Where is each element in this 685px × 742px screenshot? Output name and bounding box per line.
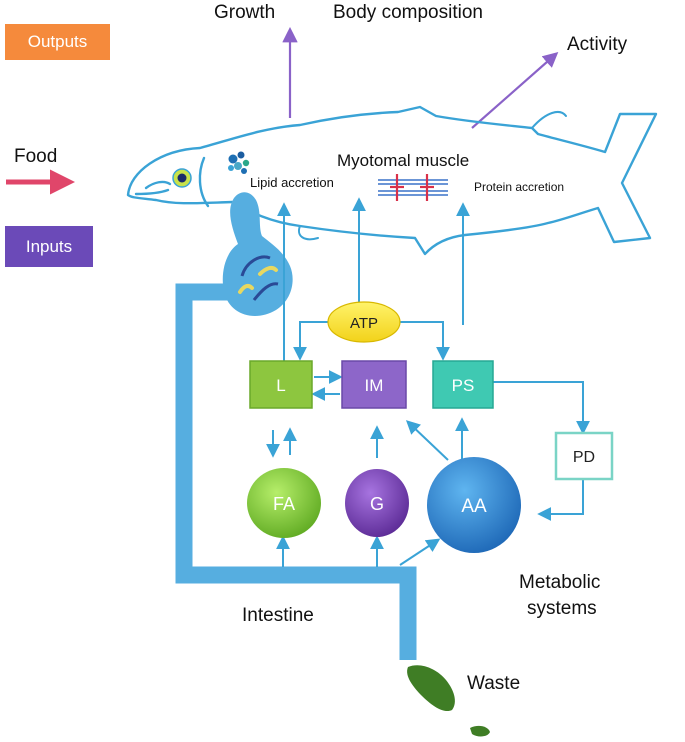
arrow-atp-to-l [293, 321, 330, 361]
metabolic-systems-label-line2: systems [527, 598, 597, 619]
growth-label: Growth [214, 2, 276, 23]
arrow-aa-to-im [405, 420, 449, 461]
metabolic-systems-label-line1: Metabolic [519, 572, 601, 593]
waste-icon [407, 665, 490, 737]
arrow-intestine-to-aa [399, 538, 441, 566]
arrow-ps-to-pd [493, 381, 590, 435]
outputs-badge: Outputs [5, 24, 110, 60]
body-composition-label: Body composition [333, 2, 483, 23]
inputs-badge: Inputs [5, 226, 93, 267]
activity-label: Activity [567, 34, 628, 55]
node-ps-box [432, 360, 494, 409]
node-atp-ellipse [327, 301, 401, 343]
node-im-label: IM [365, 376, 384, 395]
activity-arrow [471, 51, 559, 129]
liver-organ [222, 192, 293, 316]
node-atp-label: ATP [350, 315, 378, 332]
node-l-label: L [276, 376, 285, 395]
node-im-box [341, 360, 407, 409]
node-fa-label: FA [273, 494, 295, 514]
lipid-droplets-icon [228, 151, 250, 174]
food-label: Food [14, 146, 58, 167]
node-l-box [249, 360, 313, 409]
intestine-label: Intestine [242, 605, 314, 626]
waste-label: Waste [467, 673, 521, 694]
lipid-accretion-label: Lipid accretion [250, 175, 334, 190]
arrow-pd-to-aa [537, 480, 584, 521]
protein-accretion-label: Protein accretion [474, 180, 565, 194]
arrow-atp-to-ps [400, 321, 450, 361]
myotomal-muscle-label: Myotomal muscle [337, 151, 470, 170]
node-g-circle [345, 469, 409, 537]
fish-pupil [177, 173, 187, 183]
node-aa-label: AA [461, 496, 487, 517]
sarcomere-icon [378, 174, 448, 201]
node-fa-circle [247, 468, 321, 538]
node-pd-label: PD [573, 449, 595, 466]
intestine-pipe [175, 283, 417, 660]
node-ps-label: PS [452, 376, 475, 395]
node-pd-box [554, 431, 614, 481]
node-aa-circle [427, 457, 521, 553]
node-g-label: G [370, 494, 384, 514]
